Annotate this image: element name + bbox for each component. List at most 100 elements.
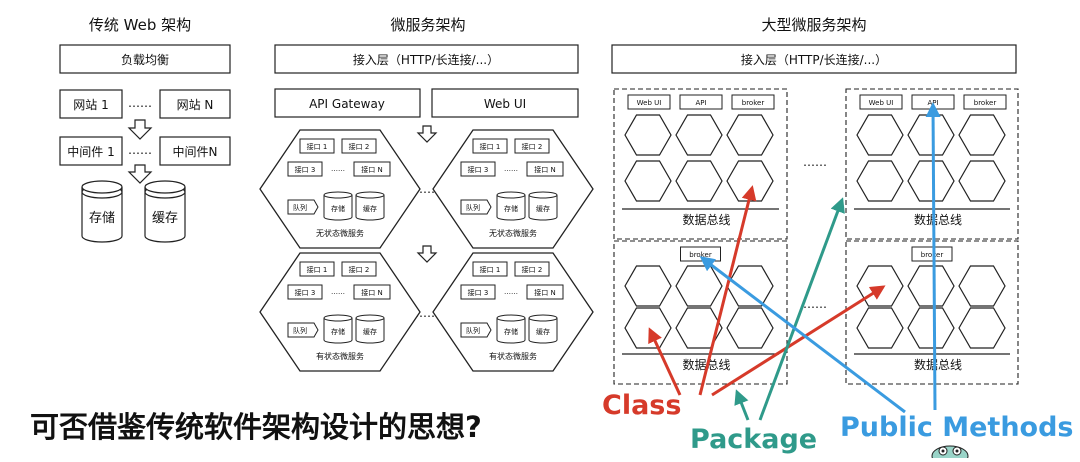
large-dots-top: …… (803, 155, 827, 169)
db-cylinder-icon (496, 191, 526, 221)
public-methods-arrows (699, 102, 941, 414)
iface-dots: …… (331, 288, 345, 296)
service-hexagon (856, 160, 904, 202)
service-type-label: 无状态微服务 (316, 228, 364, 238)
large-title: 大型微服务架构 (761, 16, 866, 34)
iface-1-label: 接口 1 (307, 265, 328, 274)
large-access-layer-box (611, 44, 1017, 74)
class-arrows (648, 185, 886, 397)
iface-1-label: 接口 1 (480, 142, 501, 151)
middleware-1-box (59, 136, 123, 166)
service-hexagon (726, 307, 774, 349)
service-hexagon (726, 160, 774, 202)
service-hexagon (856, 307, 904, 349)
service-hexagon (624, 114, 672, 156)
db-cylinder-icon (528, 191, 558, 221)
package-arrow (734, 389, 750, 421)
web-ui-box (431, 88, 579, 118)
iface-3-label: 接口 3 (295, 288, 316, 297)
load-balancer-box (59, 44, 231, 74)
db-cylinder-icon (355, 314, 385, 344)
access-layer-box (274, 44, 579, 74)
public-methods-arrow (925, 102, 941, 411)
iface-3-label: 接口 3 (295, 165, 316, 174)
down-arrow-icon (416, 125, 438, 143)
site-1-box (59, 89, 123, 119)
service-hexagon (675, 114, 723, 156)
zone-top-label: Web UI (869, 99, 894, 107)
down-arrow-icon (127, 164, 153, 184)
site-n-label: 网站 N (177, 98, 214, 112)
down-arrow-icon (127, 119, 153, 140)
large-access-layer-label: 接入层（HTTP/长连接/...） (741, 52, 887, 67)
storage-cylinder (81, 180, 123, 243)
service-hexagon (675, 160, 723, 202)
db-cylinder-icon (323, 191, 353, 221)
data-bus-label: 数据总线 (914, 357, 962, 372)
iface-n-label: 接口 N (361, 165, 382, 174)
micro-column: 接入层（HTTP/长连接/...） API Gateway Web UI …… … (259, 44, 594, 372)
service-hexagon (675, 265, 723, 307)
iface-1-label: 接口 1 (307, 142, 328, 151)
service-hexagon (624, 307, 672, 349)
cache-label: 缓存 (152, 211, 178, 226)
iface-2-label: 接口 2 (349, 265, 370, 274)
zone-top-label: API (695, 99, 706, 107)
access-layer-label: 接入层（HTTP/长连接/...） (353, 52, 499, 67)
middleware-ellipsis: …… (128, 143, 152, 157)
zone-top-label: broker (974, 99, 997, 107)
storage-label: 存储 (89, 211, 115, 226)
package-arrow (758, 197, 845, 421)
site-n-box (159, 89, 231, 119)
service-hexagon (856, 114, 904, 156)
iface-2-label: 接口 2 (349, 142, 370, 151)
public-methods-arrow (699, 256, 906, 414)
db-cylinder-icon (528, 314, 558, 344)
traditional-title: 传统 Web 架构 (89, 16, 191, 34)
traditional-column: 负载均衡 网站 1 …… 网站 N 中间件 1 …… 中间件N 存储 缓存 (59, 44, 231, 243)
question-text: 可否借鉴传统软件架构设计的思想? (30, 410, 482, 444)
micro-dots-bottom: …… (415, 306, 439, 320)
storage-label: 存储 (331, 204, 345, 213)
cache-label: 缓存 (536, 204, 550, 213)
public-methods-annotation: Public Methods (840, 412, 1074, 443)
storage-label: 存储 (504, 327, 518, 336)
cache-label: 缓存 (363, 204, 377, 213)
iface-3-label: 接口 3 (468, 165, 489, 174)
micro-dots-top: …… (415, 182, 439, 196)
cache-label: 缓存 (363, 327, 377, 336)
queue-label: 队列 (466, 203, 480, 212)
web-ui-label: Web UI (484, 97, 526, 111)
service-hexagon (958, 265, 1006, 307)
zone-top-label: Web UI (637, 99, 662, 107)
zone-broker-label: broker (689, 251, 712, 259)
db-cylinder-icon (355, 191, 385, 221)
class-arrow (648, 327, 682, 396)
service-hexagon (624, 265, 672, 307)
iface-1-label: 接口 1 (480, 265, 501, 274)
mascot-icon (931, 445, 969, 462)
storage-label: 存储 (331, 327, 345, 336)
package-arrows (734, 197, 845, 421)
service-hexagon (624, 160, 672, 202)
storage-label: 存储 (504, 204, 518, 213)
queue-label: 队列 (293, 203, 307, 212)
data-bus-label: 数据总线 (914, 212, 962, 227)
class-annotation: Class (602, 390, 681, 421)
api-gateway-label: API Gateway (309, 97, 385, 111)
service-type-label: 有状态微服务 (489, 351, 537, 361)
service-type-label: 无状态微服务 (489, 228, 537, 238)
cache-label: 缓存 (536, 327, 550, 336)
class-arrow (698, 185, 757, 396)
